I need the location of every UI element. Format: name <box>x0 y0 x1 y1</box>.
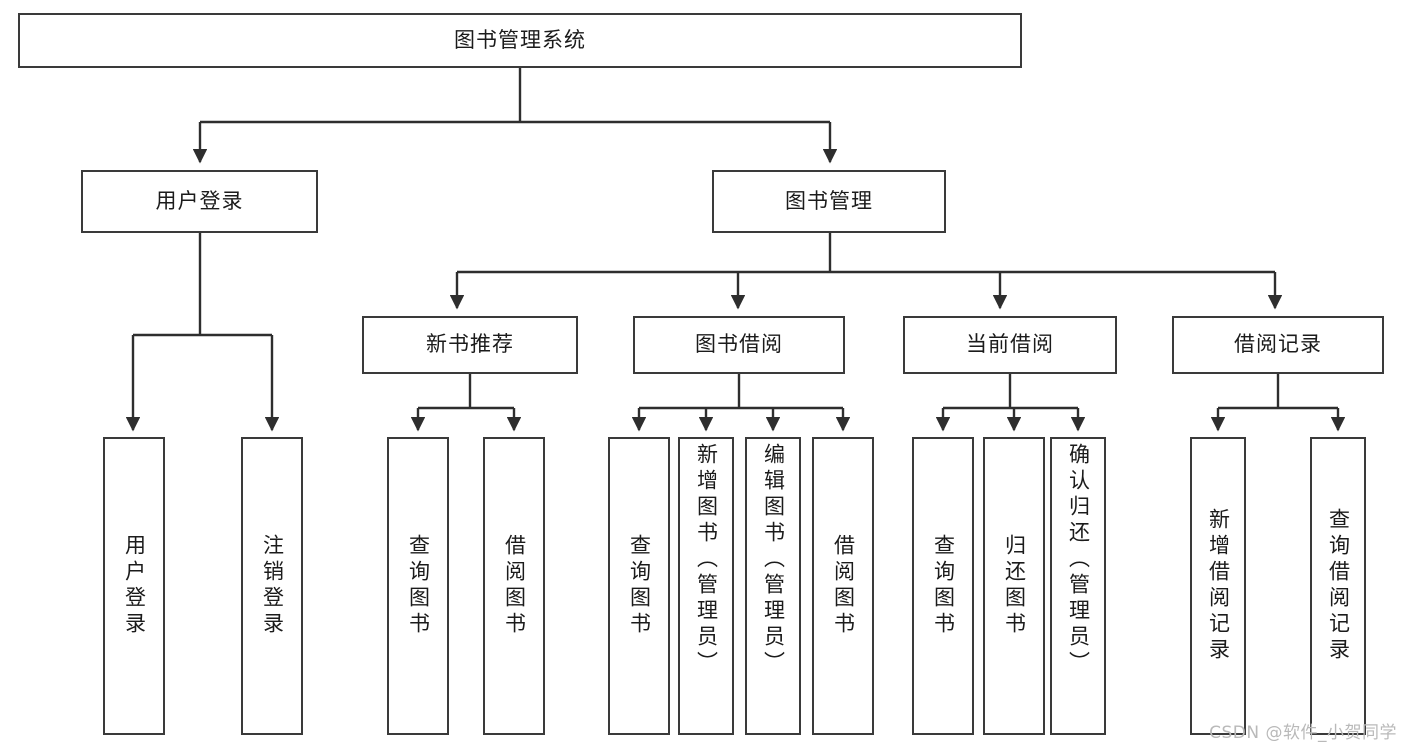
node-leaf-user-logout[interactable]: 注销登录 <box>241 437 303 735</box>
node-user-login-label: 用户登录 <box>155 188 244 213</box>
node-leaf-confirm-return[interactable]: 确认归还（管理员） <box>1050 437 1106 735</box>
node-leaf-borrow-book-1-label: 借阅图书 <box>502 534 527 638</box>
node-borrow-record[interactable]: 借阅记录 <box>1172 316 1384 374</box>
node-leaf-user-login-label: 用户登录 <box>122 534 147 638</box>
node-leaf-query-book-2[interactable]: 查询图书 <box>608 437 670 735</box>
edge-newbookrec-to-leaves <box>410 374 522 432</box>
node-leaf-query-book-1-label: 查询图书 <box>406 534 431 638</box>
node-leaf-query-book-2-label: 查询图书 <box>627 534 652 638</box>
node-book-borrow-label: 图书借阅 <box>695 332 783 357</box>
edge-root-to-level1 <box>192 68 838 164</box>
node-leaf-edit-book-label: 编辑图书（管理员） <box>761 443 786 677</box>
edge-bookmanage-to-level2 <box>449 233 1283 310</box>
edge-borrowrecord-to-leaves <box>1210 374 1346 432</box>
node-book-manage-label: 图书管理 <box>785 188 873 213</box>
node-leaf-add-book[interactable]: 新增图书（管理员） <box>678 437 734 735</box>
node-leaf-user-login[interactable]: 用户登录 <box>103 437 165 735</box>
node-leaf-add-record-label: 新增借阅记录 <box>1206 508 1231 664</box>
node-leaf-borrow-book-2-label: 借阅图书 <box>831 534 856 638</box>
node-leaf-return-book[interactable]: 归还图书 <box>983 437 1045 735</box>
node-leaf-query-book-1[interactable]: 查询图书 <box>387 437 449 735</box>
node-current-borrow-label: 当前借阅 <box>966 332 1054 357</box>
node-new-book-rec-label: 新书推荐 <box>426 332 514 357</box>
edge-bookborrow-to-leaves <box>631 374 851 432</box>
node-leaf-user-logout-label: 注销登录 <box>260 534 285 638</box>
node-book-borrow[interactable]: 图书借阅 <box>633 316 845 374</box>
node-leaf-query-book-3[interactable]: 查询图书 <box>912 437 974 735</box>
watermark-text: CSDN @软件_小贺同学 <box>1209 723 1397 743</box>
node-leaf-confirm-return-label: 确认归还（管理员） <box>1066 443 1091 677</box>
node-new-book-rec[interactable]: 新书推荐 <box>362 316 578 374</box>
node-leaf-add-book-label: 新增图书（管理员） <box>694 443 719 677</box>
node-leaf-borrow-book-2[interactable]: 借阅图书 <box>812 437 874 735</box>
node-leaf-add-record[interactable]: 新增借阅记录 <box>1190 437 1246 735</box>
node-borrow-record-label: 借阅记录 <box>1234 332 1322 357</box>
node-leaf-query-record-label: 查询借阅记录 <box>1326 508 1351 664</box>
edge-userlogin-to-leaves <box>125 233 280 432</box>
node-root[interactable]: 图书管理系统 <box>18 13 1022 68</box>
node-user-login[interactable]: 用户登录 <box>81 170 318 233</box>
node-book-manage[interactable]: 图书管理 <box>712 170 946 233</box>
node-leaf-edit-book[interactable]: 编辑图书（管理员） <box>745 437 801 735</box>
edge-currentborrow-to-leaves <box>935 374 1086 432</box>
node-leaf-return-book-label: 归还图书 <box>1002 534 1027 638</box>
node-current-borrow[interactable]: 当前借阅 <box>903 316 1117 374</box>
node-leaf-borrow-book-1[interactable]: 借阅图书 <box>483 437 545 735</box>
node-leaf-query-book-3-label: 查询图书 <box>931 534 956 638</box>
node-leaf-query-record[interactable]: 查询借阅记录 <box>1310 437 1366 735</box>
node-root-label: 图书管理系统 <box>454 27 586 52</box>
